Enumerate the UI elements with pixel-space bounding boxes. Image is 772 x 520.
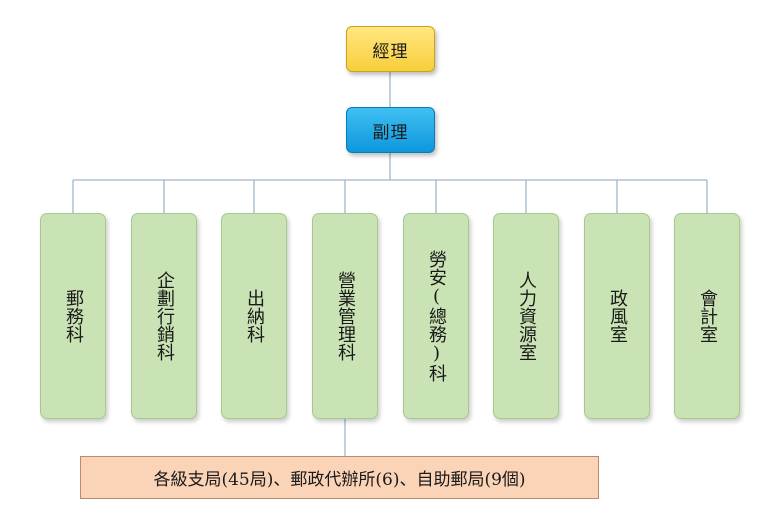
dept-planning-marketing: 企劃行銷科 bbox=[131, 213, 197, 419]
dept-human-resources: 人力資源室 bbox=[493, 213, 559, 419]
branch-offices-box: 各級支局(45局)、郵政代辦所(6)、自助郵局(9個) bbox=[80, 456, 599, 499]
manager-box: 經理 bbox=[346, 26, 435, 72]
dept-labor-safety: 勞安(總務)科 bbox=[403, 213, 469, 419]
dept-business-management: 營業管理科 bbox=[312, 213, 378, 419]
dept-postal: 郵務科 bbox=[40, 213, 106, 419]
dept-cashier: 出納科 bbox=[221, 213, 287, 419]
dept-accounting: 會計室 bbox=[674, 213, 740, 419]
dept-ethics: 政風室 bbox=[584, 213, 650, 419]
deputy-manager-box: 副理 bbox=[346, 107, 435, 153]
